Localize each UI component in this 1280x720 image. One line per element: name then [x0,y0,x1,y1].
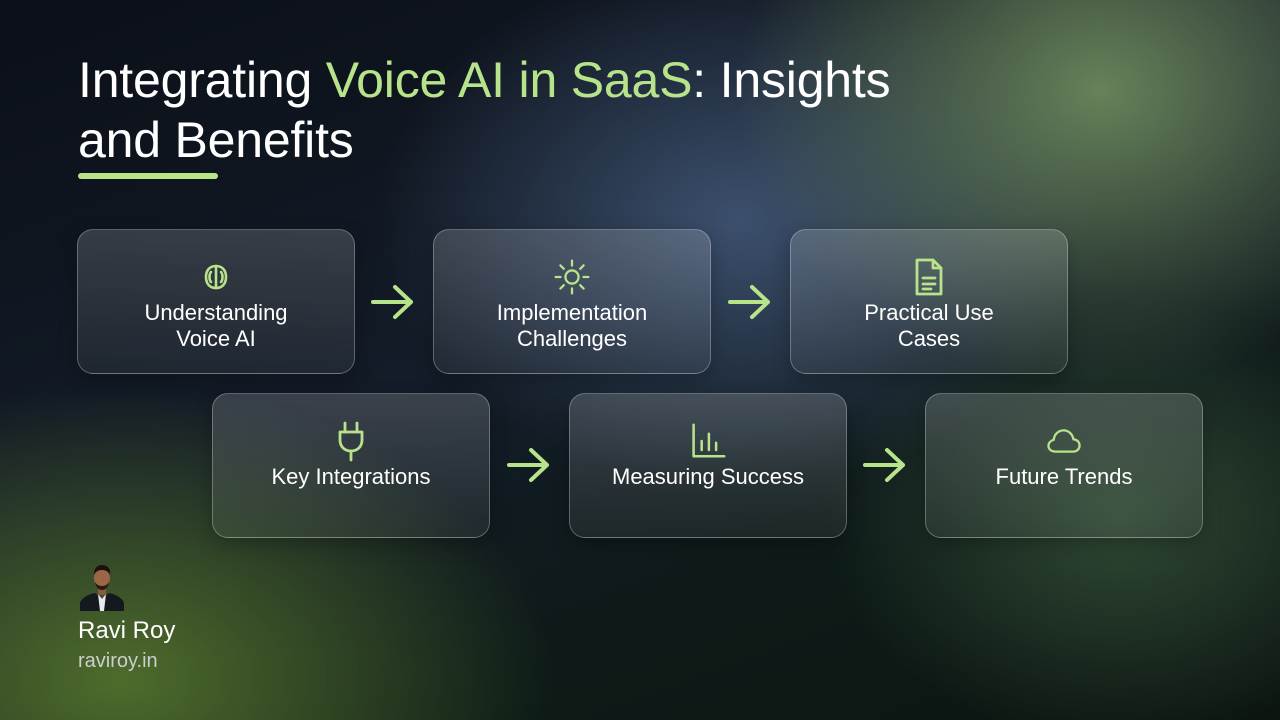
brain-icon [198,256,234,298]
arrow-right-icon [507,448,549,482]
avatar [80,563,124,611]
step-label: Practical Use Cases [864,300,994,351]
slide-title: Integrating Voice AI in SaaS: Insights a… [78,50,978,170]
arrow-right-icon [371,285,413,319]
step-label: Implementation Challenges [496,300,648,351]
document-icon [911,256,947,298]
title-part-2: : Insights and Benefits [78,52,891,168]
title-underline [78,173,218,179]
step-label: Future Trends [995,464,1133,489]
title-accent: Voice AI in SaaS [325,52,693,108]
plug-icon [333,420,369,462]
step-card-practical-use-cases: Practical Use Cases [790,229,1068,374]
sun-icon [554,256,590,298]
step-label: Understanding Voice AI [144,300,288,351]
title-part-1: Integrating [78,52,326,108]
author-name: Ravi Roy [78,617,176,644]
cloud-icon [1046,420,1082,462]
arrow-right-icon [863,448,905,482]
step-label: Key Integrations [271,464,431,489]
bar-chart-icon [690,420,726,462]
step-card-understanding-voice-ai: Understanding Voice AI [77,229,355,374]
step-card-future-trends: Future Trends [925,393,1203,538]
step-card-implementation-challenges: Implementation Challenges [433,229,711,374]
author-website[interactable]: raviroy.in [78,650,158,672]
step-card-key-integrations: Key Integrations [212,393,490,538]
arrow-right-icon [728,285,770,319]
step-card-measuring-success: Measuring Success [569,393,847,538]
step-label: Measuring Success [612,464,804,489]
